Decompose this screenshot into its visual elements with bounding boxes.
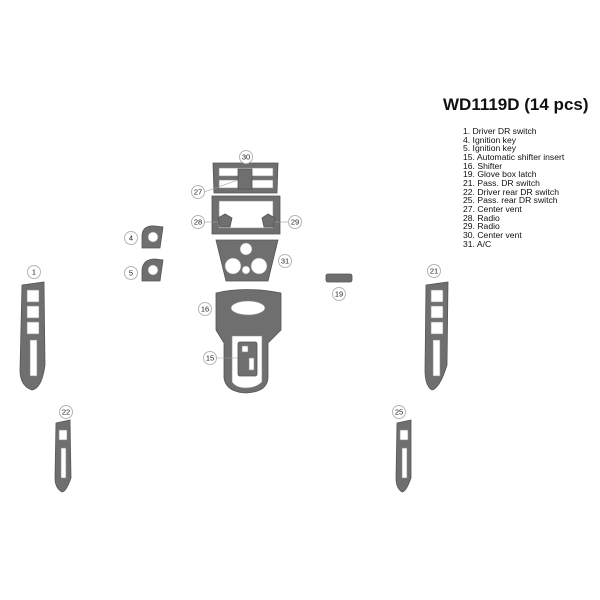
callout-22: 22: [59, 405, 73, 419]
part-25-pass-rear-dr-switch: [395, 419, 412, 493]
callout-19: 19: [332, 287, 346, 301]
callout-5: 5: [124, 266, 138, 280]
legend-item: 15. Automatic shifter insert: [463, 151, 565, 162]
callout-15: 15: [203, 351, 217, 365]
part-19-glove-box-latch: [325, 273, 353, 283]
part-28-29-radio-frame: [211, 195, 281, 235]
svg-text:19: 19: [335, 290, 343, 299]
svg-text:30: 30: [242, 153, 250, 162]
legend-item: 28. Radio: [463, 212, 500, 223]
callout-30: 30: [239, 150, 253, 164]
svg-text:28: 28: [194, 218, 202, 227]
part-31-ac-panel: [215, 239, 279, 282]
svg-text:21: 21: [430, 267, 438, 276]
legend-item: 27. Center vent: [463, 203, 522, 214]
legend-item: 22. Driver rear DR switch: [463, 186, 559, 197]
legend-item: 5. Ignition key: [463, 143, 517, 154]
leader-line: [203, 179, 239, 193]
svg-text:1: 1: [32, 268, 36, 277]
callout-4: 4: [124, 231, 138, 245]
legend-item: 30. Center vent: [463, 229, 522, 240]
callout-27: 27: [191, 185, 205, 199]
svg-text:5: 5: [129, 269, 133, 278]
kit-title: WD1119D (14 pcs): [443, 95, 589, 114]
part-1-driver-dr-switch: [19, 281, 46, 391]
svg-text:15: 15: [206, 354, 214, 363]
part-27-center-vent: [237, 168, 253, 190]
part-4-ignition-key: [141, 225, 164, 249]
svg-text:27: 27: [194, 188, 202, 197]
callout-21: 21: [427, 264, 441, 278]
svg-text:16: 16: [201, 305, 209, 314]
legend-item: 16. Shifter: [463, 160, 503, 171]
parts-legend: 1. Driver DR switch 4. Ignition key 5. I…: [463, 127, 564, 248]
callout-29: 29: [288, 215, 302, 229]
legend-item: 25. Pass. rear DR switch: [463, 195, 558, 206]
callout-16: 16: [198, 302, 212, 316]
part-5-ignition-key: [141, 258, 164, 282]
legend-item: 1. Driver DR switch: [463, 126, 537, 136]
legend-item: 29. Radio: [463, 221, 500, 232]
callout-28: 28: [191, 215, 205, 229]
legend-item: 19. Glove box latch: [463, 169, 537, 180]
part-22-driver-rear-dr-switch: [54, 419, 72, 493]
callout-25: 25: [392, 405, 406, 419]
svg-text:25: 25: [395, 408, 403, 417]
svg-text:29: 29: [291, 218, 299, 227]
legend-item: 31. A/C: [463, 238, 492, 249]
svg-text:22: 22: [62, 408, 70, 417]
callout-1: 1: [27, 265, 41, 279]
part-16-shifter: [215, 289, 282, 394]
legend-item: 4. Ignition key: [463, 134, 517, 145]
svg-text:4: 4: [129, 234, 133, 243]
part-21-pass-dr-switch: [424, 281, 449, 391]
svg-text:31: 31: [281, 257, 289, 266]
part-15-shifter-insert: [237, 341, 258, 377]
callout-31: 31: [278, 254, 292, 268]
legend-item: 21. Pass. DR switch: [463, 177, 540, 188]
